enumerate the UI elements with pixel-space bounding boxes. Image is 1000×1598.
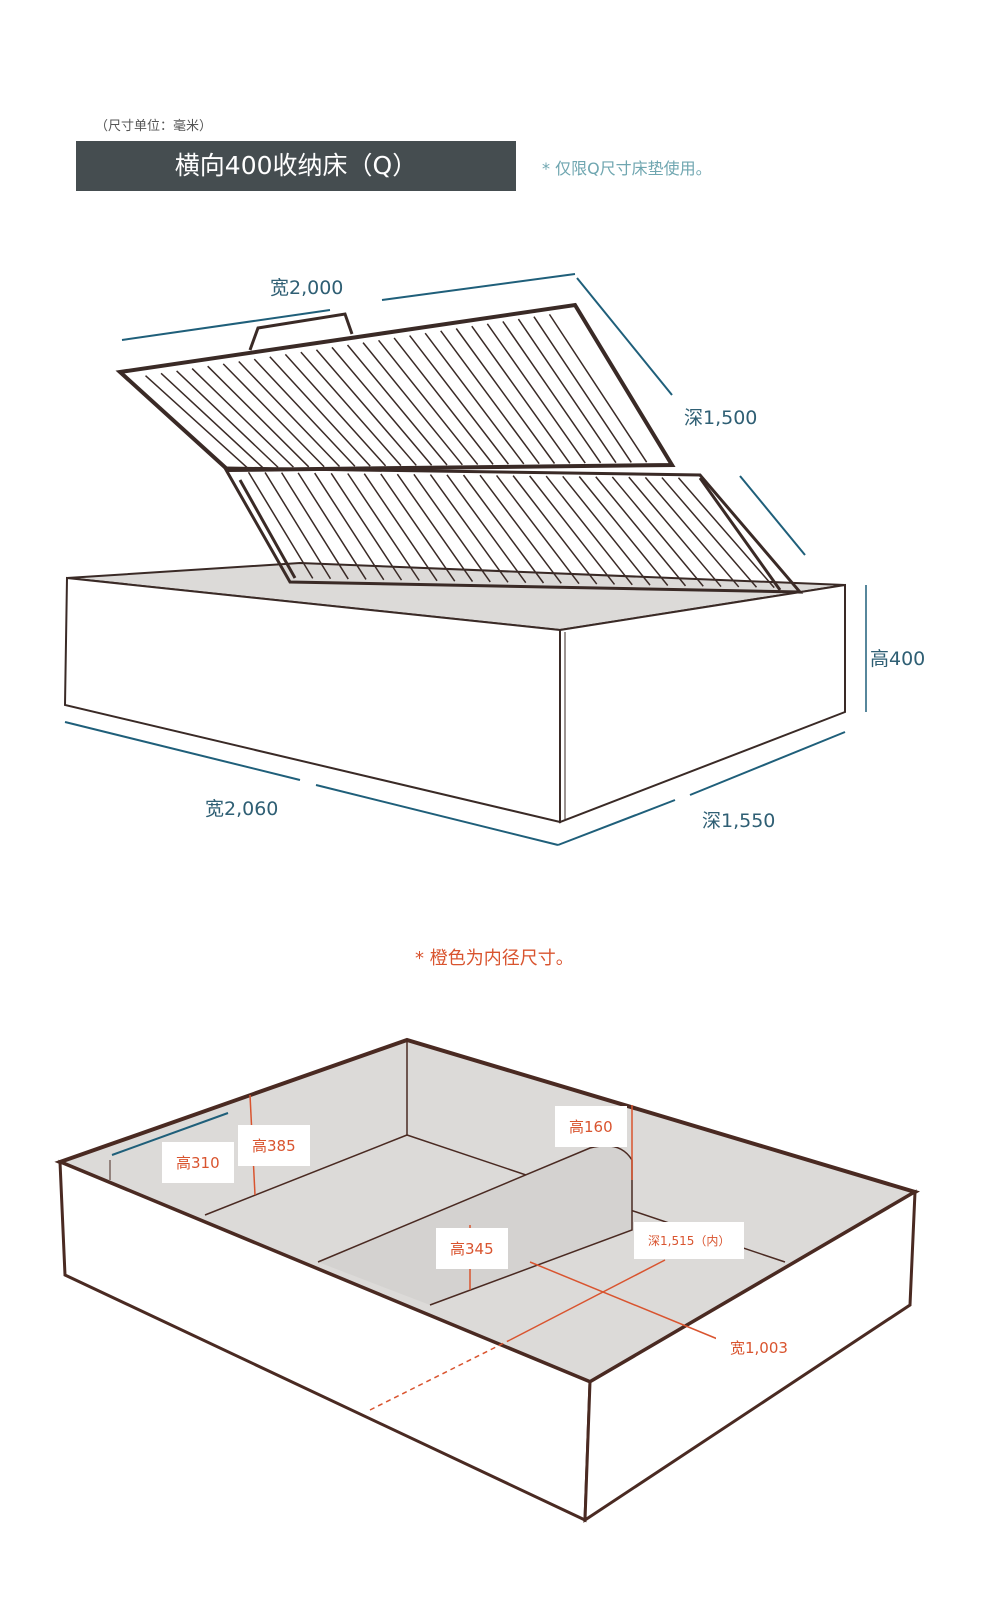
- slat: [471, 325, 571, 464]
- slat: [486, 323, 586, 464]
- slat: [247, 471, 314, 579]
- slat: [413, 473, 491, 583]
- slat: [495, 474, 580, 585]
- slat: [512, 475, 598, 585]
- slat: [529, 475, 616, 585]
- storage-bed-interior: [54, 1037, 920, 1523]
- slat: [393, 337, 494, 465]
- slat: [455, 328, 556, 464]
- slat: [545, 475, 633, 586]
- slat: [517, 318, 617, 464]
- lid-handle: [248, 312, 354, 351]
- height-label: 高400: [870, 648, 926, 670]
- slat: [661, 477, 758, 588]
- unit-note: （尺寸单位：毫米）: [95, 119, 213, 134]
- slat: [677, 477, 775, 589]
- slat: [424, 332, 525, 465]
- slat: [409, 335, 510, 465]
- slat: [300, 351, 402, 467]
- gas-strut: [238, 479, 297, 579]
- dimension-lines-top: [64, 273, 867, 846]
- slat: [346, 344, 448, 466]
- slat: [562, 475, 651, 586]
- slat: [363, 473, 438, 582]
- slat: [502, 321, 602, 464]
- slat: [315, 349, 417, 466]
- slat: [253, 358, 356, 467]
- slat: [429, 474, 509, 583]
- slat: [440, 330, 540, 465]
- label-h160: 高160: [555, 1106, 627, 1147]
- label-inner-width: 宽1,003: [716, 1327, 802, 1368]
- slat: [191, 368, 294, 468]
- inner-size-note: * 橙色为内径尺寸。: [415, 948, 574, 969]
- base-side-face: [559, 583, 846, 824]
- slat: [280, 472, 349, 580]
- slat: [446, 474, 527, 584]
- slat: [222, 363, 325, 468]
- slat: [331, 346, 433, 466]
- slat: [479, 474, 562, 584]
- slat: [396, 473, 474, 583]
- slat: [578, 476, 669, 586]
- dimension-line-310: [111, 1112, 229, 1156]
- lid-depth-label: 深1,500: [684, 407, 758, 429]
- lower-frame: [222, 466, 804, 594]
- slat: [176, 370, 279, 468]
- mattress-note: * 仅限Q尺寸床垫使用。: [542, 159, 712, 178]
- base-depth-label: 深1,550: [702, 810, 776, 832]
- slat: [362, 342, 463, 466]
- slat: [644, 476, 740, 588]
- slat: [628, 476, 722, 588]
- label-h345: 高345: [436, 1228, 508, 1269]
- base-width-label: 宽2,060: [205, 798, 279, 820]
- slat: [145, 375, 248, 469]
- slat: [330, 472, 403, 581]
- slat: [462, 474, 545, 584]
- slat: [377, 339, 479, 466]
- slat: [595, 476, 687, 587]
- slat: [533, 316, 632, 463]
- slat: [347, 473, 420, 581]
- slat: [297, 472, 367, 580]
- slat: [284, 353, 387, 467]
- slat: [548, 313, 648, 463]
- slat: [238, 360, 341, 468]
- label-inner-depth: 深1,515（内）: [634, 1222, 745, 1259]
- slat: [160, 372, 264, 469]
- slat: [207, 365, 310, 468]
- slat: [380, 473, 456, 582]
- storage-bed-open: [63, 302, 846, 824]
- slat: [314, 472, 385, 581]
- lid-frame: [115, 302, 676, 473]
- label-h385: 高385: [238, 1125, 310, 1166]
- slat: [269, 356, 371, 467]
- lid-width-label: 宽2,000: [270, 277, 344, 299]
- label-h310: 高310: [162, 1142, 234, 1183]
- slat: [264, 472, 332, 580]
- page-title: 横向400收纳床（Q）: [76, 141, 516, 191]
- slat: [611, 476, 704, 587]
